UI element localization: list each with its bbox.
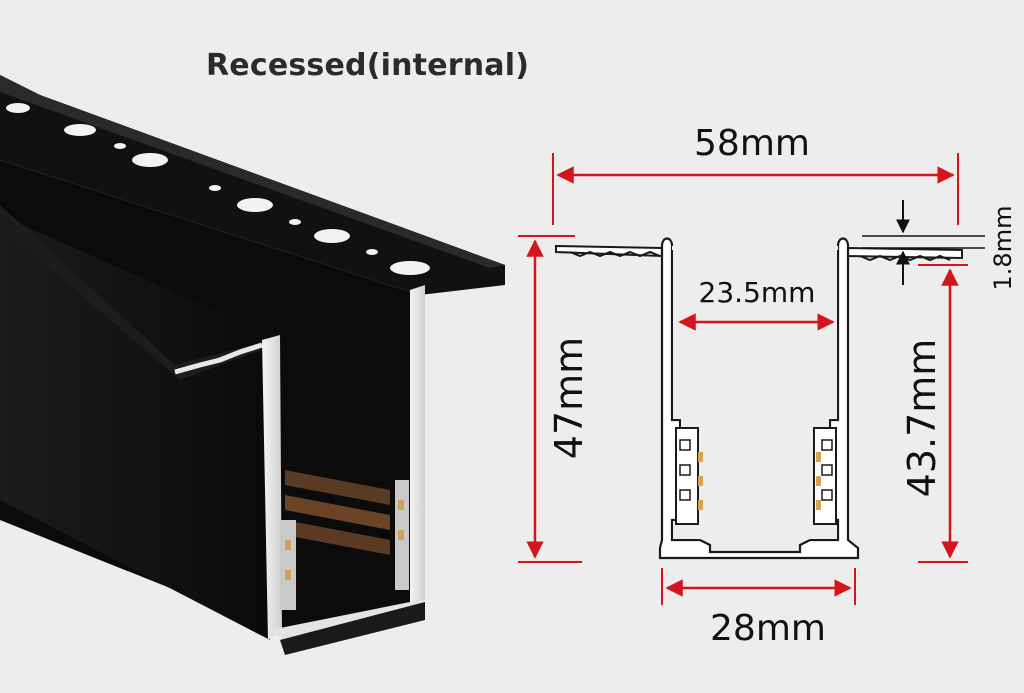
dimension-label-total-width: 58mm [694,123,810,164]
dimension-43.7mm: 43.7mm [900,264,968,563]
left-conductor-holder [675,427,703,525]
dimension-label-inner-width: 23.5mm [699,276,816,309]
dimension-label-inner-height: 43.7mm [900,339,944,498]
dimension-label-flange-thickness: 1.8mm [989,206,1017,291]
dimension-label-total-height: 47mm [547,337,591,459]
dimension-1.8mm: 1.8mm [862,200,1017,290]
right-flange [847,246,963,260]
copper-conductors [285,470,390,555]
cross-section-drawing: 58mm 23.5mm 28mm 47mm 43.7mm [518,123,1017,649]
dimension-28mm: 28mm [661,568,856,649]
dimension-label-bottom-width: 28mm [710,608,826,649]
dimension-58mm: 58mm [552,123,959,225]
dimension-23.5mm: 23.5mm [678,276,835,331]
right-conductor-holder [813,427,837,525]
product-title: Recessed(internal) [206,48,530,83]
side-wall [0,215,270,640]
flange-mounting-slots [6,103,430,275]
dimension-47mm: 47mm [518,235,591,563]
track-profile-photo [0,75,505,655]
